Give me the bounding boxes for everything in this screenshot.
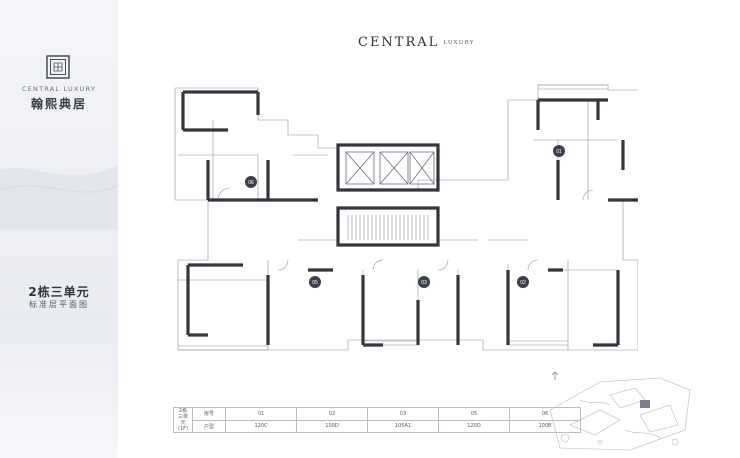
table-row-head-floor: (1F) bbox=[178, 426, 188, 432]
site-plan-map bbox=[549, 371, 691, 451]
unit-table: 2栋 三单元 (1F) 房号 01 02 03 05 06 户型 120C 10… bbox=[173, 407, 581, 433]
unit-marker-03 bbox=[418, 276, 430, 288]
unit-label-05: 05 bbox=[312, 280, 318, 286]
unit-label-06: 06 bbox=[248, 180, 254, 186]
unit-marker-05 bbox=[309, 276, 321, 288]
brand-name-cn: 翰熙典居 bbox=[30, 97, 87, 111]
elevator-shafts bbox=[345, 151, 435, 185]
table-cell-type: 100D bbox=[296, 419, 368, 433]
brand-logo-icon bbox=[46, 55, 70, 79]
table-row-head-unit: 三单元 bbox=[177, 414, 188, 426]
plan-thin-lines bbox=[174, 84, 638, 351]
table-cell-room: 03 bbox=[367, 407, 439, 421]
floor-plan: 06 01 05 03 02 bbox=[174, 84, 638, 351]
table-cell-room: 02 bbox=[296, 407, 368, 421]
table-cell-room: 05 bbox=[438, 407, 510, 421]
table-row-head: 2栋 三单元 (1F) bbox=[173, 407, 193, 433]
table-cell-type: 100B bbox=[509, 419, 581, 433]
table-header-label: 房号 bbox=[192, 407, 226, 421]
unit-marker-02 bbox=[517, 276, 529, 288]
header-logo-sub: LUXURY bbox=[443, 39, 475, 46]
site-highlight-building bbox=[640, 400, 650, 408]
decorative-wave bbox=[0, 165, 118, 230]
unit-marker-01 bbox=[553, 145, 565, 157]
header-logo-main: CENTRAL bbox=[358, 35, 440, 50]
unit-markers: 06 01 05 03 02 bbox=[245, 145, 565, 288]
brand-name-en: CENTRAL LUXURY bbox=[21, 85, 96, 93]
table-area-label: 户型 bbox=[192, 419, 226, 433]
unit-marker-06 bbox=[245, 176, 257, 188]
north-arrow-icon bbox=[551, 371, 559, 380]
unit-label-02: 02 bbox=[520, 280, 526, 286]
sidebar: CENTRAL LUXURY 翰熙典居 2栋三单元 标准层平面图 bbox=[0, 0, 118, 458]
unit-title: 2栋三单元 bbox=[28, 285, 90, 299]
plan-walls bbox=[181, 90, 638, 347]
table-cell-type: 120D bbox=[438, 419, 510, 433]
table-row-head-building: 2栋 bbox=[178, 408, 188, 414]
stairs bbox=[347, 215, 429, 240]
table-cell-room: 01 bbox=[225, 407, 297, 421]
unit-subtitle: 标准层平面图 bbox=[29, 300, 89, 309]
table-cell-type: 105A1 bbox=[367, 419, 439, 433]
unit-label-03: 03 bbox=[421, 280, 427, 286]
table-cell-type: 120C bbox=[225, 419, 297, 433]
unit-label-01: 01 bbox=[556, 149, 562, 155]
